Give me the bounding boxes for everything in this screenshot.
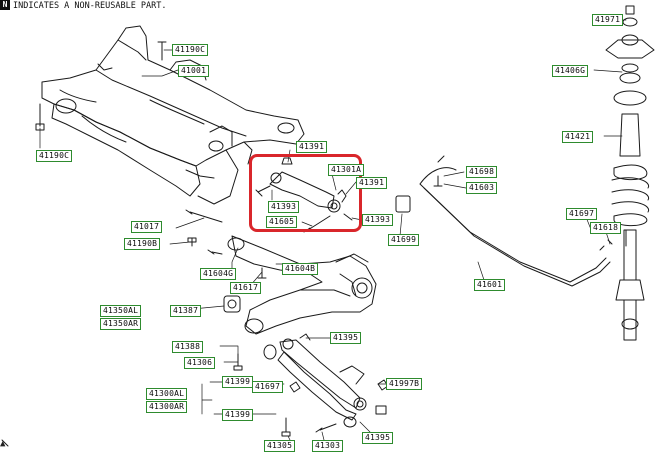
non-reusable-badge: N	[0, 0, 10, 10]
part-label-41190c-left[interactable]: 41190C	[36, 150, 73, 162]
part-label-41388[interactable]: 41388	[172, 341, 204, 353]
part-label-41699[interactable]: 41699	[388, 234, 420, 246]
part-label-41421[interactable]: 41421	[562, 131, 594, 143]
subframe-bolts	[35, 41, 223, 247]
part-label-41350al[interactable]: 41350AL	[100, 305, 142, 317]
part-label-41697-right[interactable]: 41697	[566, 208, 598, 220]
leader-lines	[39, 19, 627, 449]
rear-crossmember	[41, 25, 305, 205]
part-label-41604b[interactable]: 41604B	[282, 263, 319, 275]
part-label-41603[interactable]: 41603	[466, 182, 498, 194]
part-label-41601[interactable]: 41601	[474, 279, 506, 291]
part-label-41190b[interactable]: 41190B	[124, 238, 161, 250]
part-label-41971[interactable]: 41971	[592, 14, 624, 26]
part-label-41406g[interactable]: 41406G	[552, 65, 589, 77]
part-label-41300al[interactable]: 41300AL	[146, 388, 188, 400]
part-label-41301a[interactable]: 41301A	[328, 164, 365, 176]
part-label-41387[interactable]: 41387	[170, 305, 202, 317]
part-label-41395-top[interactable]: 41395	[330, 332, 362, 344]
corner-reference-mark: ▲	[0, 439, 6, 449]
lower-arms	[263, 338, 367, 428]
trailing-arm-bushing	[223, 295, 241, 313]
part-label-41305[interactable]: 41305	[264, 440, 296, 452]
part-label-41017[interactable]: 41017	[131, 221, 163, 233]
part-label-41393-right[interactable]: 41393	[362, 214, 394, 226]
part-label-41997b[interactable]: 41997B	[386, 378, 423, 390]
part-label-41350ar[interactable]: 41350AR	[100, 318, 142, 330]
part-label-41605[interactable]: 41605	[266, 216, 298, 228]
part-label-41698[interactable]: 41698	[466, 166, 498, 178]
part-label-41306[interactable]: 41306	[184, 357, 216, 369]
shock-absorber-spring	[605, 5, 655, 341]
part-label-41001[interactable]: 41001	[178, 65, 210, 77]
non-reusable-note-text: INDICATES A NON-REUSABLE PART.	[13, 1, 167, 11]
part-label-41618[interactable]: 41618	[590, 222, 622, 234]
part-label-41697-bottom[interactable]: 41697	[252, 381, 284, 393]
part-label-41393-left[interactable]: 41393	[268, 201, 300, 213]
part-label-41391-top[interactable]: 41391	[296, 141, 328, 153]
part-label-41190c-top[interactable]: 41190C	[172, 44, 209, 56]
part-label-41391-right[interactable]: 41391	[356, 177, 388, 189]
part-label-41303[interactable]: 41303	[312, 440, 344, 452]
stabilizer-bar	[395, 155, 613, 287]
part-label-41617[interactable]: 41617	[230, 282, 262, 294]
part-label-41395-bottom[interactable]: 41395	[362, 432, 394, 444]
part-label-41300ar[interactable]: 41300AR	[146, 401, 188, 413]
upper-arm-assembly	[255, 157, 353, 233]
part-label-41399-bottom[interactable]: 41399	[222, 409, 254, 421]
part-label-41399-top[interactable]: 41399	[222, 376, 254, 388]
part-label-41604g[interactable]: 41604G	[200, 268, 237, 280]
